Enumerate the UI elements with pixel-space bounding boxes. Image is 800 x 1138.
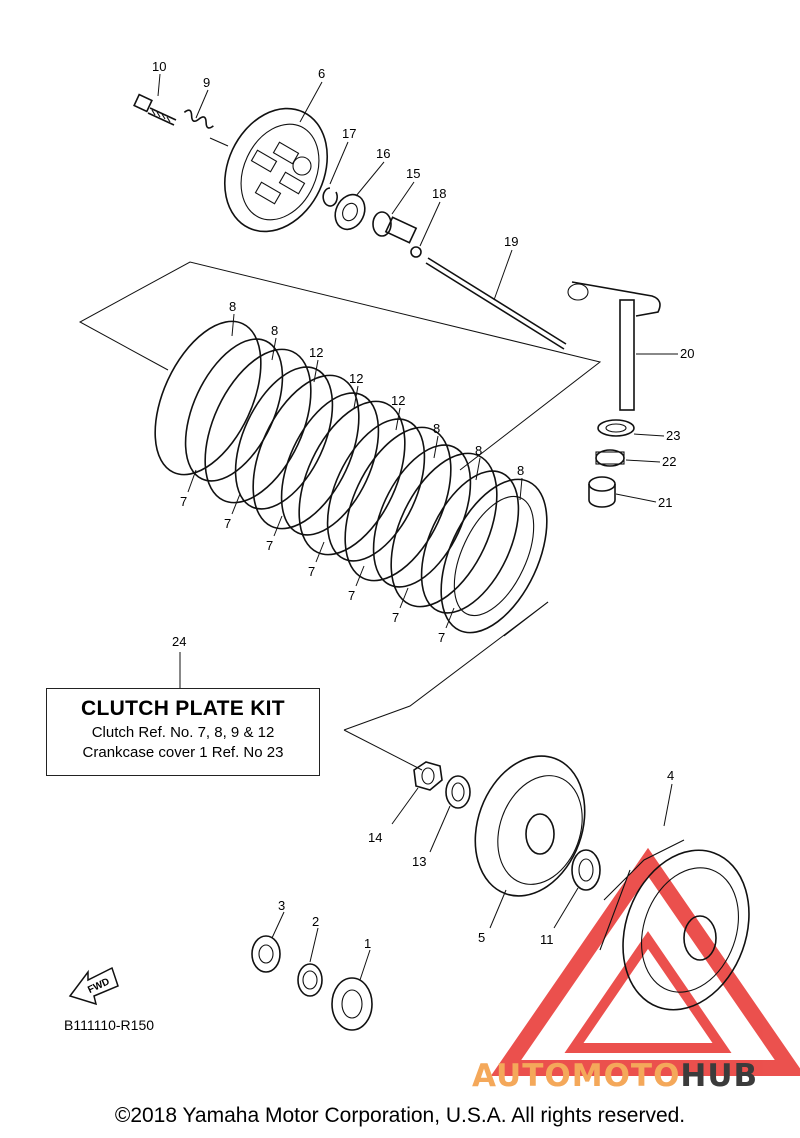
- ref-19: 19: [504, 234, 518, 249]
- friction-plate: [440, 478, 548, 634]
- clutch-plate: [372, 444, 472, 588]
- clutch-plate: [326, 418, 426, 562]
- part-17-circlip: [322, 187, 338, 207]
- part-15-push-rod: [372, 211, 418, 244]
- part-18-ball: [410, 246, 422, 258]
- ref-8: 8: [475, 443, 482, 458]
- part-2-washer: [297, 963, 323, 997]
- clutch-plate: [420, 470, 520, 614]
- part-3-collar: [251, 935, 281, 973]
- clutch-plate-stack: [154, 320, 548, 634]
- clutch-plate: [184, 338, 284, 482]
- clutch-plate: [280, 392, 380, 536]
- ref-12: 12: [391, 393, 405, 408]
- part-20-push-lever-shaft: [567, 281, 661, 411]
- ref-8: 8: [517, 463, 524, 478]
- part-13-lock-washer: [445, 775, 471, 809]
- ref-13: 13: [412, 854, 426, 869]
- friction-plate: [252, 374, 360, 530]
- ref-8: 8: [229, 299, 236, 314]
- ref-8: 8: [433, 421, 440, 436]
- ref-8: 8: [271, 323, 278, 338]
- ref-10: 10: [152, 59, 166, 74]
- plates-outline: [78, 261, 602, 471]
- friction-plate: [298, 400, 406, 556]
- watermark-part-3: HUB: [680, 1058, 759, 1094]
- ref-7: 7: [266, 538, 273, 553]
- ref-9: 9: [203, 75, 210, 90]
- watermark-part-1: AUTO: [472, 1058, 572, 1094]
- ref-6: 6: [318, 66, 325, 81]
- friction-plate: [204, 348, 312, 504]
- ref-17: 17: [342, 126, 356, 141]
- part-10-bolt: [133, 93, 177, 126]
- ref-4: 4: [667, 768, 674, 783]
- watermark-triangle: [490, 847, 800, 1076]
- ref-18: 18: [432, 186, 446, 201]
- part-21-collar: [588, 476, 616, 508]
- part-11-thrust-washer: [571, 849, 601, 891]
- ref-16: 16: [376, 146, 390, 161]
- ref-7: 7: [180, 494, 187, 509]
- ref-7: 7: [224, 516, 231, 531]
- ref-12: 12: [309, 345, 323, 360]
- kit-title: CLUTCH PLATE KIT: [81, 697, 285, 720]
- friction-plate: [390, 452, 498, 608]
- ref-7: 7: [348, 588, 355, 603]
- copyright-notice: ©2018 Yamaha Motor Corporation, U.S.A. A…: [114, 1104, 686, 1127]
- ref-5: 5: [478, 930, 485, 945]
- part-5-clutch-boss: [474, 755, 586, 897]
- part-14-nut: [413, 761, 443, 791]
- friction-plate: [344, 426, 452, 582]
- ref-22: 22: [662, 454, 676, 469]
- ref-24: 24: [172, 634, 186, 649]
- part-19-push-rod: [425, 257, 567, 350]
- ref-3: 3: [278, 898, 285, 913]
- ref-21: 21: [658, 495, 672, 510]
- ref-7: 7: [308, 564, 315, 579]
- hub-outline: [343, 601, 549, 731]
- clutch-plate-kit-box: CLUTCH PLATE KIT Clutch Ref. No. 7, 8, 9…: [46, 688, 320, 776]
- part-6-pressure-plate: [223, 107, 329, 233]
- part-4-primary-driven-gear: [599, 839, 750, 1011]
- ref-7: 7: [438, 630, 445, 645]
- ref-1: 1: [364, 936, 371, 951]
- hub-outline-lower: [343, 729, 423, 771]
- ref-20: 20: [680, 346, 694, 361]
- watermark-part-2: MOTO: [571, 1058, 681, 1094]
- kit-line-2: Crankcase cover 1 Ref. No 23: [82, 744, 284, 761]
- ref-23: 23: [666, 428, 680, 443]
- friction-plate: [154, 320, 262, 476]
- part-16-bearing: [334, 193, 366, 231]
- watermark-logo: AUTOMOTOHUB: [472, 1058, 758, 1094]
- part-22-bearing: [595, 449, 625, 467]
- ref-7: 7: [392, 610, 399, 625]
- fwd-arrow-icon: FWD: [68, 966, 119, 1006]
- part-9-spring: [183, 109, 229, 147]
- ref-14: 14: [368, 830, 382, 845]
- part-1-primary-drive-gear: [331, 977, 373, 1031]
- diagram-code: B111110-R150: [64, 1017, 155, 1033]
- ref-2: 2: [312, 914, 319, 929]
- reference-labels: 10 9 6 17 16 15 18 19 20 23 22 21 8 8 12…: [152, 59, 694, 981]
- part-23-oil-seal: [597, 419, 635, 437]
- ref-12: 12: [349, 371, 363, 386]
- kit-line-1: Clutch Ref. No. 7, 8, 9 & 12: [91, 724, 275, 741]
- ref-15: 15: [406, 166, 420, 181]
- ref-11: 11: [540, 932, 554, 947]
